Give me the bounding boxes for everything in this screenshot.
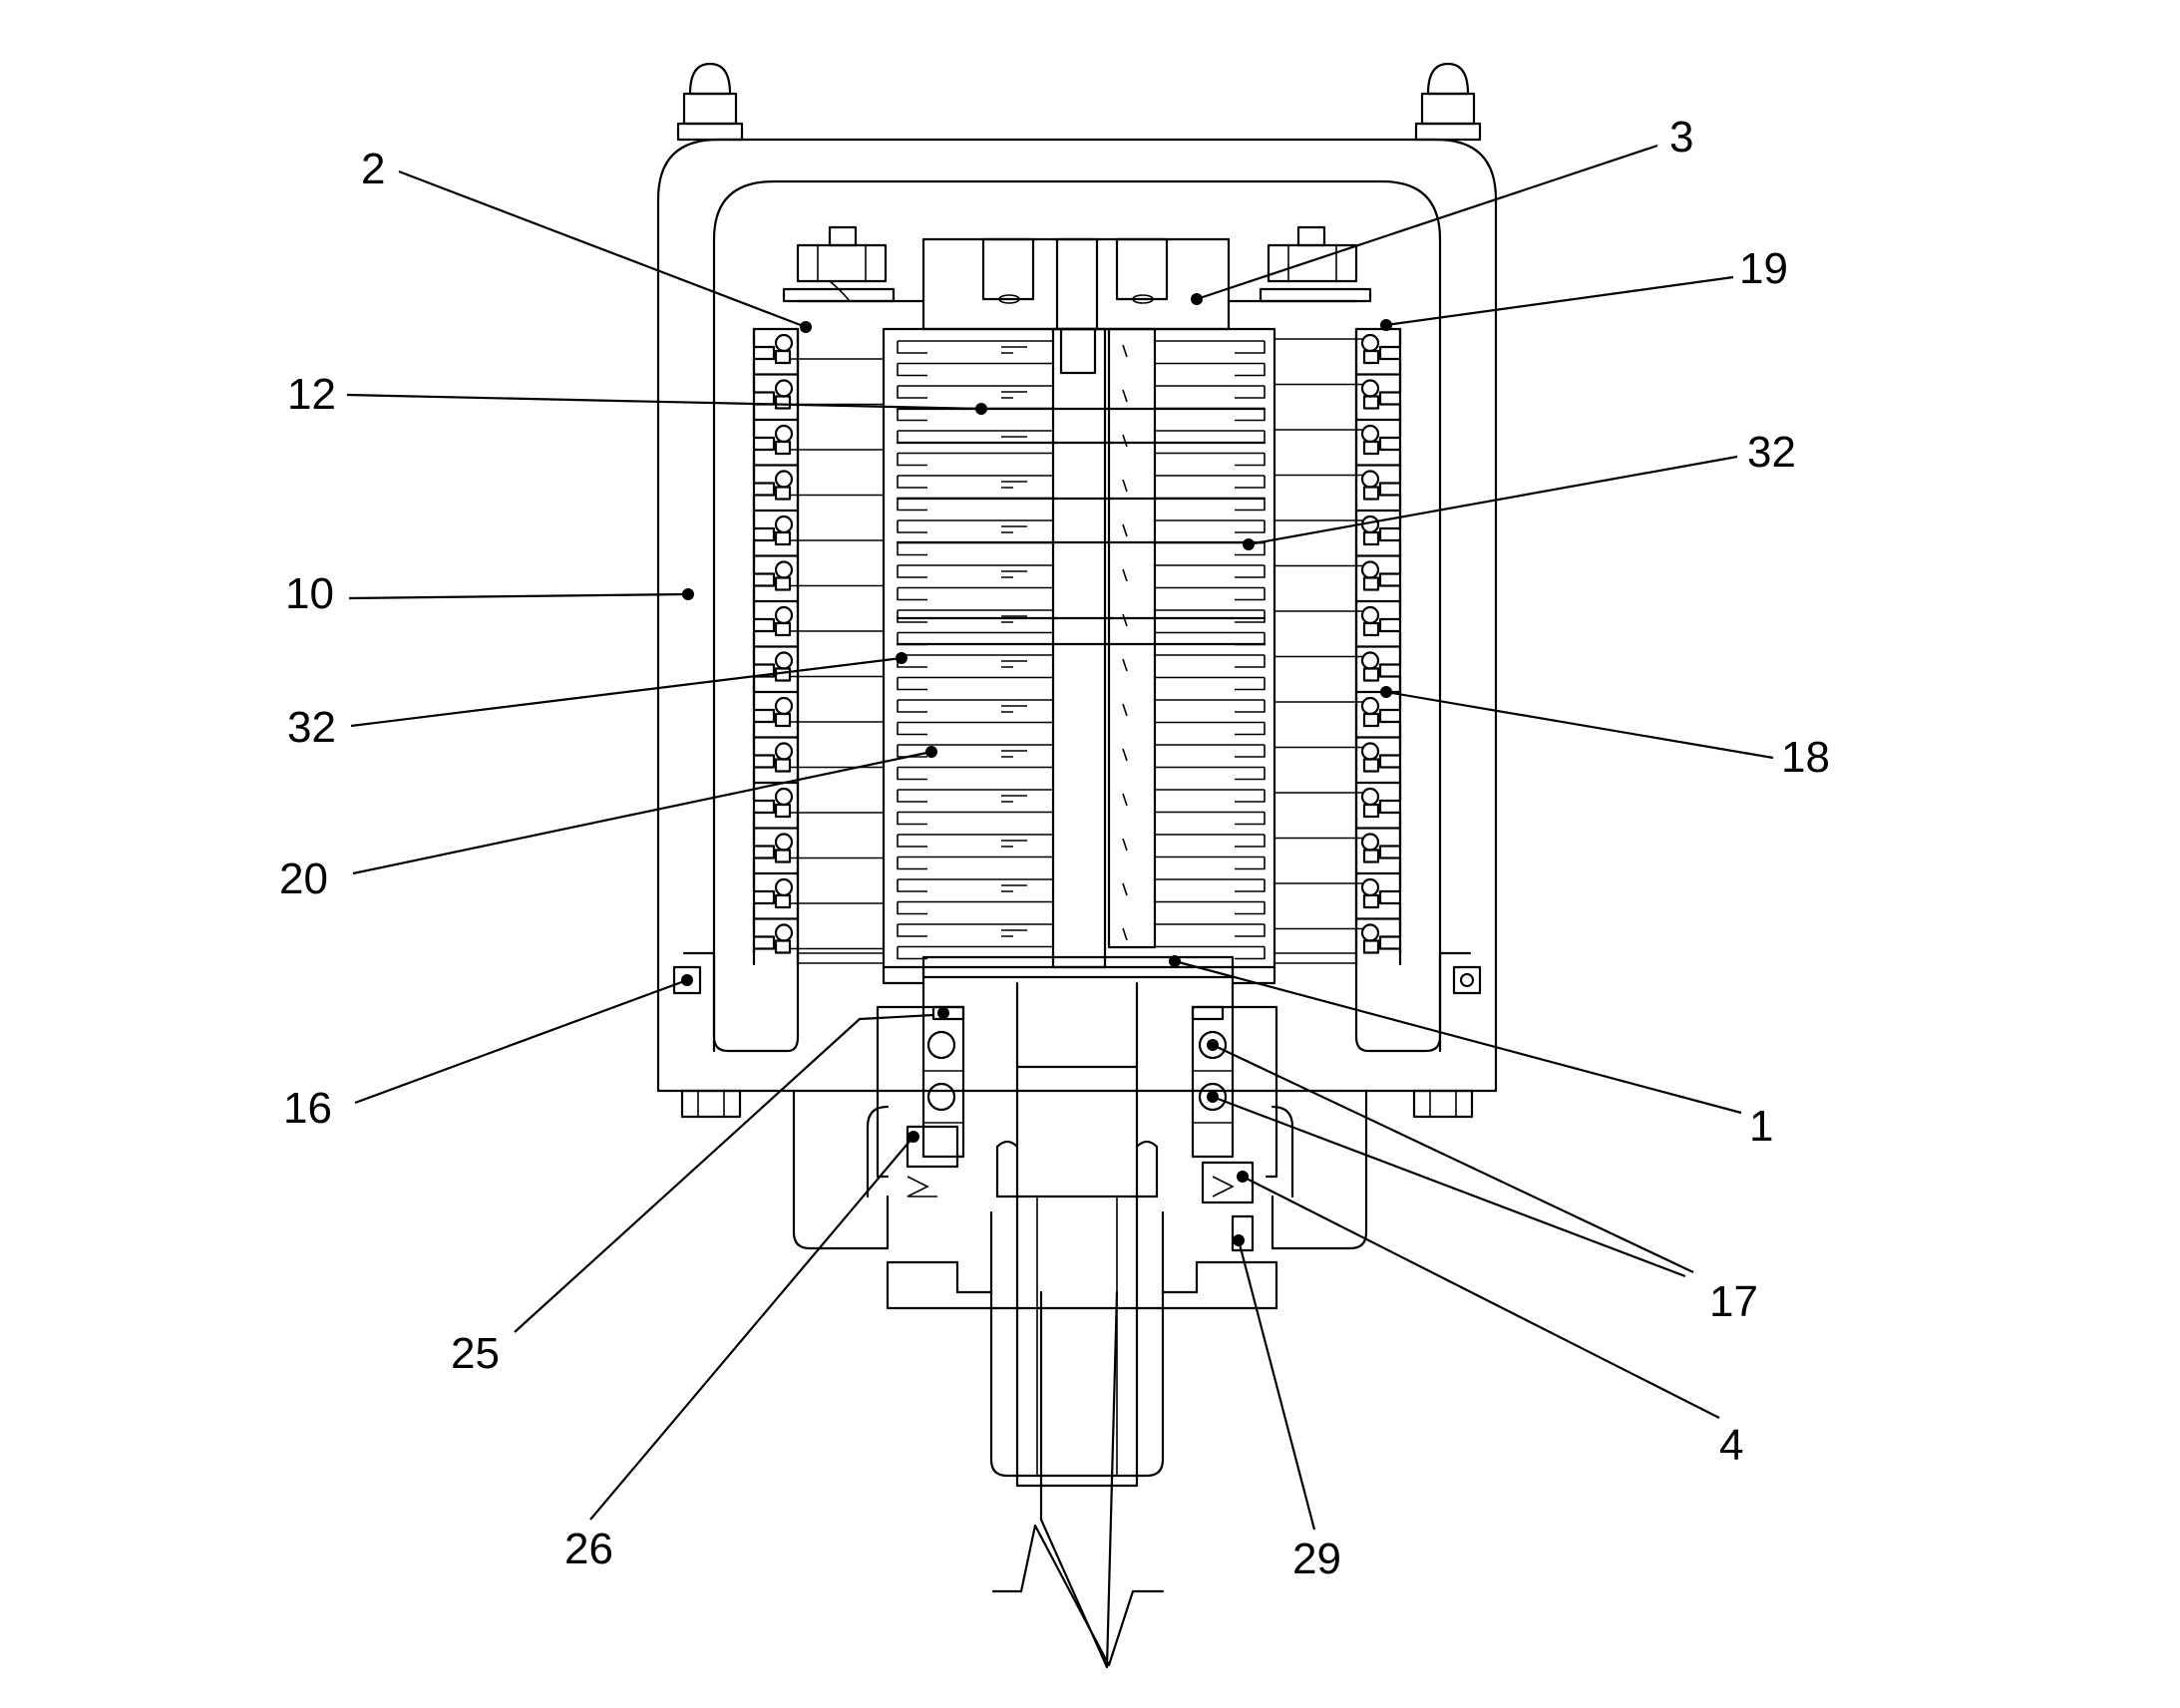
label-1: 1 [1749,1102,1773,1151]
disk-layer [897,519,1266,537]
disk-layer [897,766,1266,781]
disk-layer [897,340,1266,358]
right-column-segment [1274,736,1402,785]
disk-layer [897,676,1266,691]
hex-nut-stack-right [1259,225,1372,303]
disk-layer [897,699,1266,717]
right-column-segment [1274,827,1402,875]
label-17: 17 [1709,1277,1758,1326]
right-column-segment [1274,645,1402,694]
left-column-segment [752,418,884,467]
leader-lines [346,144,1774,1531]
left-column-segment [752,827,884,875]
label-18: 18 [1781,733,1830,782]
acorn-nut-right [1414,62,1482,142]
left-column-segment [752,373,884,422]
label-12: 12 [287,370,336,419]
acorn-nut-left [676,62,744,142]
disk-layer [897,923,1266,941]
left-spring-column [752,327,884,966]
disk-layers [896,340,1267,960]
left-column-segment [752,917,884,966]
disk-layer [897,900,1266,915]
hex-nut-bottom-left [680,1089,742,1119]
right-column-segment [1274,418,1402,467]
left-column-segment [752,871,884,920]
left-column-segment [752,464,884,512]
disk-layer [897,631,1266,646]
break-line [991,1524,1165,1667]
disk-layer [897,789,1266,807]
right-column-segment [1274,373,1402,422]
hex-nut-bottom-right [1412,1089,1474,1119]
disk-stack [882,327,1276,969]
left-column-segment [752,599,884,648]
right-column-segment [1274,509,1402,557]
central-shaft [886,981,1278,1669]
reference-labels: 2 3 19 12 32 10 32 18 20 16 1 25 17 4 26… [279,113,1830,1583]
left-column-segment [752,554,884,603]
disk-layer [897,475,1266,493]
disk-layer [897,541,1266,556]
right-column-segment [1274,464,1402,512]
label-19: 19 [1739,244,1788,293]
label-32-upper: 32 [1747,428,1796,477]
disk-layer [897,497,1266,512]
disk-layer [897,430,1266,448]
label-3: 3 [1669,113,1693,162]
left-column-segment [752,781,884,830]
left-column-segment [752,690,884,739]
right-column-segment [1274,917,1402,966]
disk-layer [897,609,1266,627]
label-32-lower: 32 [287,703,336,752]
hex-nut-stack-left [782,225,896,303]
base-plate [798,952,1356,985]
disk-layer [897,721,1266,736]
disk-layer [897,452,1266,467]
disk-layer [897,744,1266,762]
label-20: 20 [279,854,328,903]
label-29: 29 [1292,1535,1341,1583]
disk-layer [897,654,1266,672]
disk-layer [897,385,1266,403]
right-column-segment [1274,554,1402,603]
bearing-housing-right [1191,981,1278,1252]
label-10: 10 [285,569,334,618]
label-4: 4 [1719,1421,1743,1470]
right-spring-column [1274,327,1402,966]
top-clamp-block [796,237,1358,331]
disk-layer [897,878,1266,896]
label-2: 2 [361,145,385,193]
label-16: 16 [283,1084,332,1133]
disk-layer [897,407,1266,422]
right-column-segment [1274,690,1402,739]
label-25: 25 [451,1329,500,1378]
label-26: 26 [564,1525,613,1573]
left-column-segment [752,327,884,376]
disk-layer [897,586,1266,601]
outer-housing [656,138,1498,1250]
right-column-segment [1274,599,1402,648]
disk-layer [897,811,1266,826]
right-column-segment [1274,871,1402,920]
disk-layer [897,834,1266,852]
right-column-segment [1274,327,1402,376]
disk-layer [897,564,1266,582]
left-column-segment [752,509,884,557]
disk-layer [897,855,1266,870]
disk-layer [897,362,1266,377]
right-column-segment [1274,781,1402,830]
disk-layer [897,945,1266,960]
